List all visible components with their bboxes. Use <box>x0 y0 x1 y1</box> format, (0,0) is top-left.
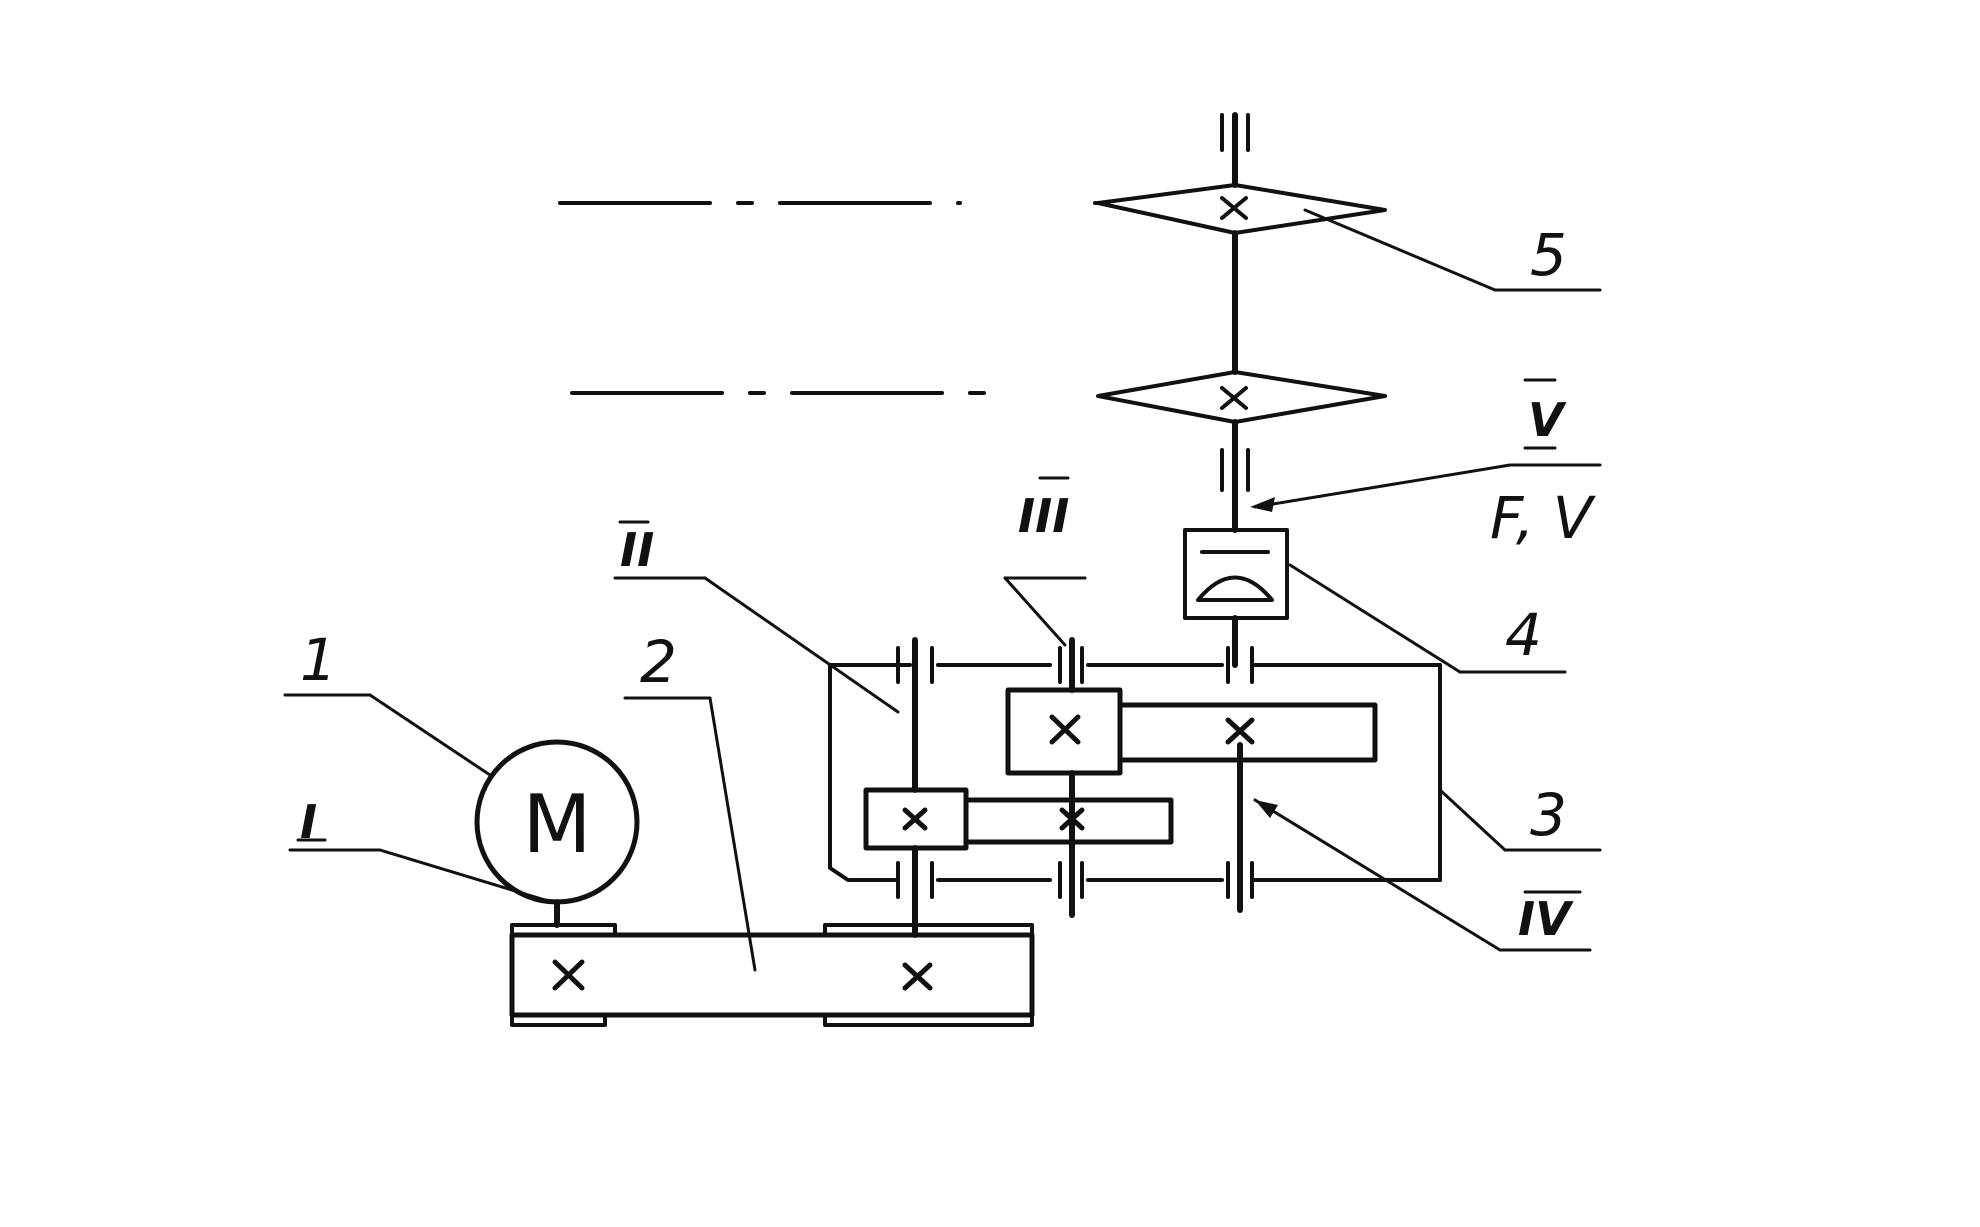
label-shaft-I: I <box>300 795 317 849</box>
label-shaft-IV: IV <box>1518 892 1574 946</box>
belt-drive <box>509 932 1035 1018</box>
label-4: 4 <box>1505 601 1542 669</box>
label-shaft-II: II <box>620 523 654 577</box>
drum-cross-marks <box>1220 196 1248 410</box>
label-5: 5 <box>1530 221 1567 289</box>
gear-shaft-IV-wheel <box>1117 702 1378 763</box>
conveyor-belt-lines <box>558 201 1102 395</box>
gearbox-bearings <box>896 646 1254 899</box>
gearbox-shafts <box>912 637 1243 938</box>
gearbox-housing <box>828 663 1442 882</box>
gear-shaft-III-wheel <box>963 797 1174 845</box>
label-force-speed: F, V <box>1490 484 1597 552</box>
numeral-bars <box>296 378 1582 894</box>
label-3: 3 <box>1530 781 1567 849</box>
label-2: 2 <box>640 628 677 696</box>
label-shaft-V: V <box>1528 393 1567 447</box>
belt-pulley-rims <box>510 923 1034 1027</box>
shaft-bearing-marks <box>1220 113 1250 492</box>
coupling-half <box>1196 575 1274 602</box>
motor-label: M <box>522 778 591 871</box>
coupling-housing <box>1183 528 1289 620</box>
leader-lines <box>283 208 1602 972</box>
arrow-head-V <box>1250 497 1275 512</box>
label-1: 1 <box>300 626 337 694</box>
pulley-cross-marks <box>552 959 933 991</box>
lower-drum <box>1096 370 1387 424</box>
label-shaft-III: III <box>1018 489 1069 543</box>
gear-cross-marks <box>902 714 1255 831</box>
arrow-head-IV <box>1255 800 1278 818</box>
upper-drum <box>1096 183 1387 235</box>
